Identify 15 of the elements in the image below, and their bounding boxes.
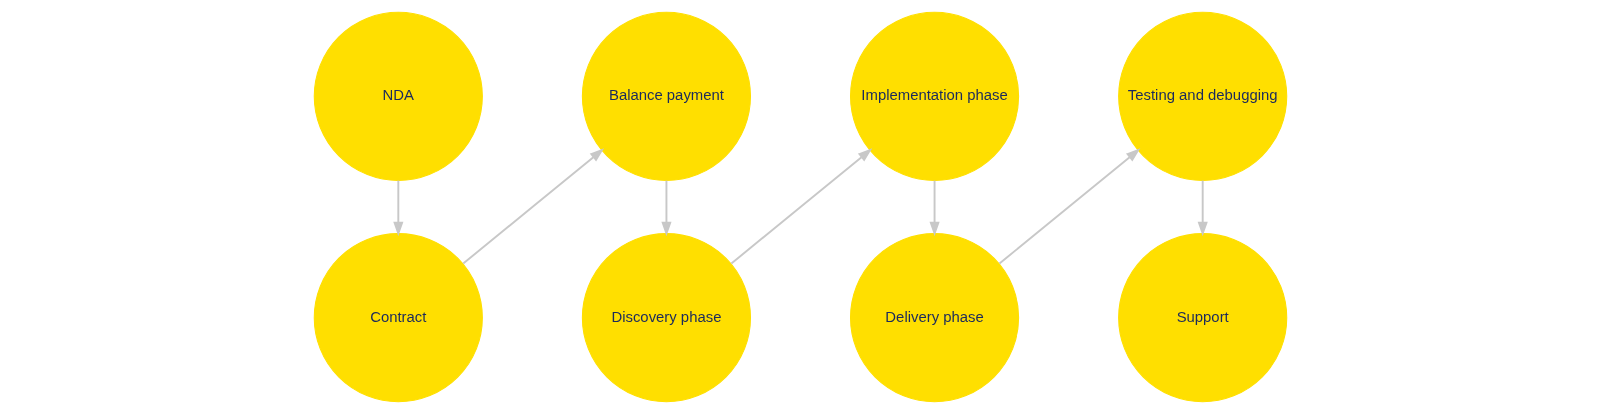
node-circle: Testing and debugging — [1117, 11, 1287, 181]
arrow — [998, 148, 1140, 265]
arrow — [461, 148, 604, 265]
node-circle: Balance payment — [581, 11, 751, 181]
arrow — [1197, 179, 1208, 237]
node-circle: Implementation phase — [849, 11, 1019, 181]
node-circle: NDA — [313, 11, 483, 181]
node-circle: Support — [1117, 233, 1287, 403]
node-circle: Delivery phase — [849, 233, 1019, 403]
arrow — [392, 179, 403, 237]
node-circle: Contract — [313, 233, 483, 403]
arrow — [929, 179, 940, 237]
arrow — [729, 148, 872, 265]
arrow — [660, 179, 671, 237]
node-circle: Discovery phase — [581, 233, 751, 403]
